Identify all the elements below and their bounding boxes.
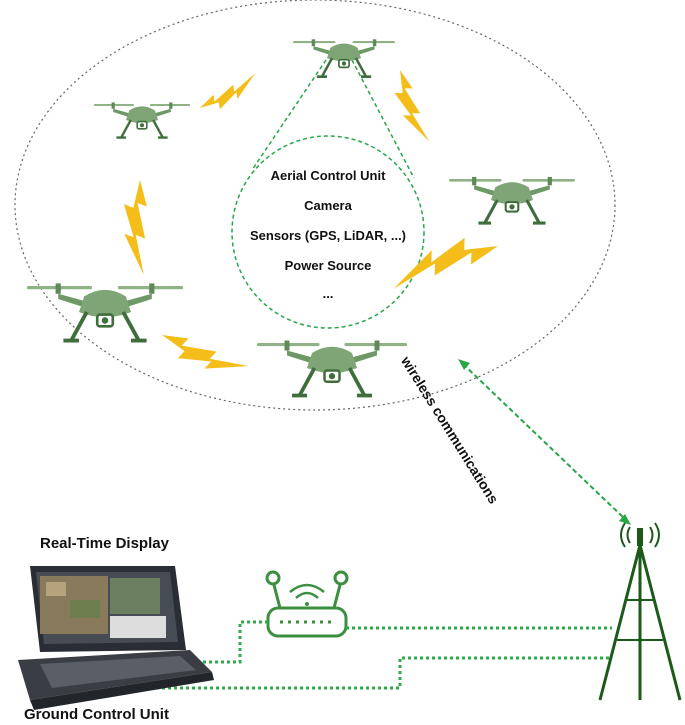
payload-item-ellipsis: ... [322,286,334,301]
payload-item-sensors: Sensors (GPS, LiDAR, ...) [249,228,407,243]
payload-item-camera: Camera [304,198,352,213]
lightning-icon [200,64,256,117]
drone-icon [255,338,409,398]
zoom-line-right [351,59,415,179]
drone-icon [447,175,577,225]
ground-control-unit-label: Ground Control Unit [24,706,169,723]
network-cables [150,620,612,690]
drone-icon [92,101,192,139]
payload-circle [231,135,425,329]
wireless-link-arrow [458,359,631,525]
antenna-tower-icon [598,522,682,701]
router-icon [265,570,349,638]
zoom-line-left [251,59,327,171]
payload-list: Aerial Control Unit Camera Sensors (GPS,… [233,158,423,308]
laptop-icon [18,566,214,710]
real-time-display-label: Real-Time Display [40,535,169,552]
lightning-icon [94,180,190,276]
swarm-boundary [14,0,616,411]
drone-icon [291,38,397,78]
lightning-icon [380,70,449,142]
payload-item-aerial-control-unit: Aerial Control Unit [270,168,386,183]
payload-item-power-source: Power Source [284,258,372,273]
lightning-icon [162,305,249,396]
camera-view [110,578,160,614]
drone-icon [25,281,185,343]
